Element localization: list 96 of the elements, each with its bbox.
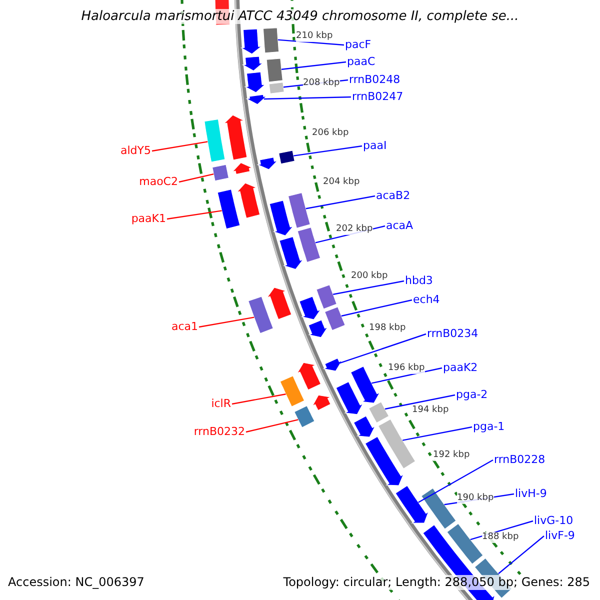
scale-label: 192 kbp <box>433 450 470 461</box>
scale-label: 198 kbp <box>369 323 406 334</box>
scale-label: 208 kbp <box>303 78 340 89</box>
gene-block <box>353 416 376 438</box>
leader-line <box>341 299 412 317</box>
gene-label: aldY5 <box>120 144 151 157</box>
gene-label: rrnB0248 <box>349 73 400 86</box>
gene-label: pga-1 <box>473 420 505 433</box>
gene-label: paaI <box>363 139 387 152</box>
leader-line <box>306 195 376 210</box>
gene-label: pga-2 <box>456 388 488 401</box>
gene-block <box>336 381 364 415</box>
leader-line <box>278 39 344 46</box>
leader-line <box>332 280 404 295</box>
title: Haloarcula marismortui ATCC 43049 chromosome II, complete se... <box>81 9 519 24</box>
gene-label: pacF <box>345 38 372 51</box>
gene-block <box>312 394 332 411</box>
gene-label: livH-9 <box>515 487 547 500</box>
gene-bar <box>278 150 296 164</box>
gene-bar <box>446 523 484 565</box>
leader-line <box>281 61 346 70</box>
leader-line <box>178 174 214 183</box>
gene-bar <box>248 296 274 334</box>
leader-line <box>152 141 208 152</box>
gene-label: paaK1 <box>131 212 166 225</box>
leader-line <box>246 419 298 433</box>
gene-bar <box>316 284 338 310</box>
gene-bar <box>280 375 305 407</box>
gene-bar <box>324 306 346 331</box>
gene-block <box>256 156 278 170</box>
topology-text: Topology: circular; Length: 288,050 bp; Genes: 285 <box>283 575 590 590</box>
scale-label: 206 kbp <box>312 128 349 139</box>
gene-label: rrnB0228 <box>494 453 546 466</box>
gene-block <box>266 287 292 320</box>
gene-bar <box>420 488 456 530</box>
gene-label: acaA <box>386 219 414 232</box>
gene-bar <box>204 118 226 162</box>
gene-bar <box>288 192 311 229</box>
gene-block <box>246 94 268 105</box>
leader-line <box>294 145 362 156</box>
gene-label: paaK2 <box>443 361 478 374</box>
leader-line <box>418 459 494 503</box>
gene-block <box>242 56 264 72</box>
gene-block <box>395 485 430 524</box>
gene-bar <box>378 418 416 470</box>
gene-bar <box>217 188 240 230</box>
gene-block <box>299 296 322 320</box>
gene-label: aca1 <box>171 320 198 333</box>
gene-label: ech4 <box>413 293 440 306</box>
gene-bar <box>268 82 284 94</box>
gene-bar <box>297 226 321 263</box>
gene-bar <box>262 27 280 54</box>
gene-label: rrnB0232 <box>194 425 245 438</box>
gene-block <box>232 162 254 175</box>
scale-label: 202 kbp <box>336 224 373 235</box>
gene-block <box>269 200 294 236</box>
gene-block <box>364 436 404 486</box>
scale-label: 210 kbp <box>296 31 333 42</box>
gene-label: iclR <box>211 397 231 410</box>
gene-block <box>322 358 343 372</box>
leader-line <box>402 426 472 441</box>
scale-label: 204 kbp <box>323 177 360 188</box>
leader-line <box>166 210 222 220</box>
gene-block <box>236 182 260 219</box>
leader-line <box>264 96 352 100</box>
leader-line <box>198 316 254 328</box>
gene-block <box>296 362 322 390</box>
scale-label: 196 kbp <box>388 363 425 374</box>
gene-block <box>308 320 328 338</box>
scale-label: 194 kbp <box>412 405 449 416</box>
accession-text: Accession: NC_006397 <box>8 575 144 590</box>
gene-bar <box>266 58 284 82</box>
gene-block <box>240 28 262 54</box>
gene-bar <box>294 405 315 428</box>
gene-label: paaC <box>347 55 376 68</box>
gene-label: livF-9 <box>545 529 575 542</box>
scale-label: 188 kbp <box>482 532 519 543</box>
gene-bar <box>212 164 230 182</box>
gene-block <box>350 366 380 404</box>
gene-label: livG-10 <box>534 514 574 527</box>
gene-label: rrnB0234 <box>427 327 478 340</box>
gene-block <box>244 72 266 93</box>
gene-label: rrnB0247 <box>352 90 404 103</box>
leader-line <box>232 394 286 405</box>
scale-label: 190 kbp <box>457 493 494 504</box>
leader-line <box>340 333 426 364</box>
gene-bar <box>368 401 390 424</box>
gene-block <box>223 114 248 160</box>
leader-line <box>498 536 544 574</box>
gene-block <box>279 236 304 270</box>
scale-label: 200 kbp <box>351 271 388 282</box>
gene-label: hbd3 <box>405 274 433 287</box>
leader-line <box>384 394 456 410</box>
gene-label: maoC2 <box>139 175 178 188</box>
gene-label: acaB2 <box>376 189 410 202</box>
leader-line <box>371 367 442 384</box>
